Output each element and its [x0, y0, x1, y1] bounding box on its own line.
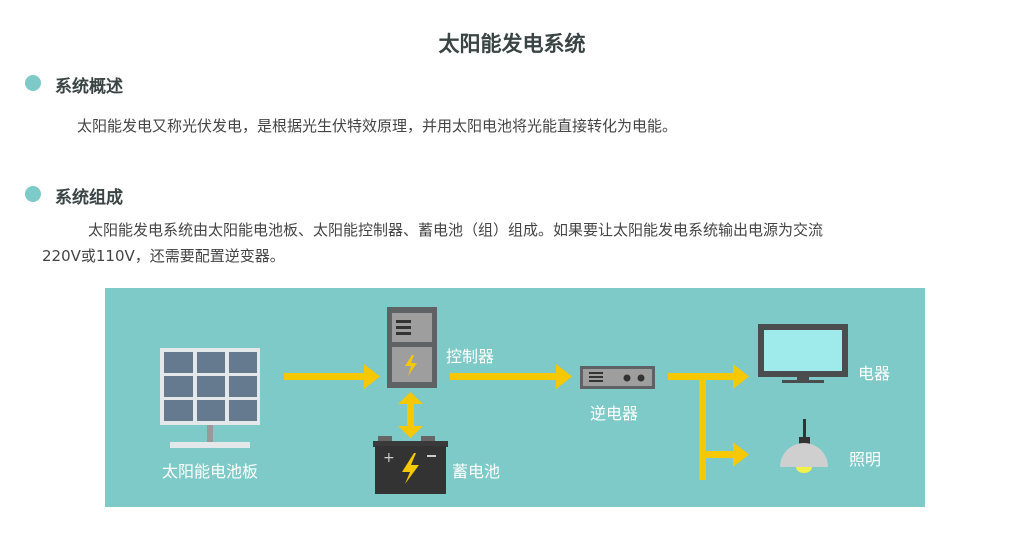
bullet-icon [25, 186, 41, 202]
overview-text: 太阳能发电又称光伏发电，是根据光生伏特效原理，并用太阳电池将光能直接转化为电能。 [77, 117, 678, 135]
solar-panel-icon [160, 348, 260, 448]
section-heading-composition: 系统组成 [55, 188, 123, 208]
section-heading-overview: 系统概述 [55, 77, 123, 97]
svg-text:+: + [383, 450, 395, 466]
label-lighting: 照明 [849, 450, 882, 469]
label-battery: 蓄电池 [452, 462, 501, 481]
page-title: 太阳能发电系统 [438, 32, 586, 56]
inverter-icon [580, 366, 655, 389]
composition-text-line1: 太阳能发电系统由太阳能电池板、太阳能控制器、蓄电池（组）组成。如果要让太阳能发电… [88, 221, 824, 239]
arrow-icon [284, 364, 749, 480]
label-inverter: 逆电器 [590, 404, 639, 423]
label-solar-panel: 太阳能电池板 [162, 462, 259, 481]
label-controller: 控制器 [446, 347, 495, 366]
label-appliance: 电器 [858, 364, 891, 383]
battery-icon: + [373, 436, 448, 494]
bullet-icon [25, 75, 41, 91]
lamp-icon [780, 419, 828, 473]
controller-icon [387, 307, 437, 388]
tv-icon [758, 324, 848, 383]
composition-text-line2: 220V或110V，还需要配置逆变器。 [42, 247, 285, 265]
